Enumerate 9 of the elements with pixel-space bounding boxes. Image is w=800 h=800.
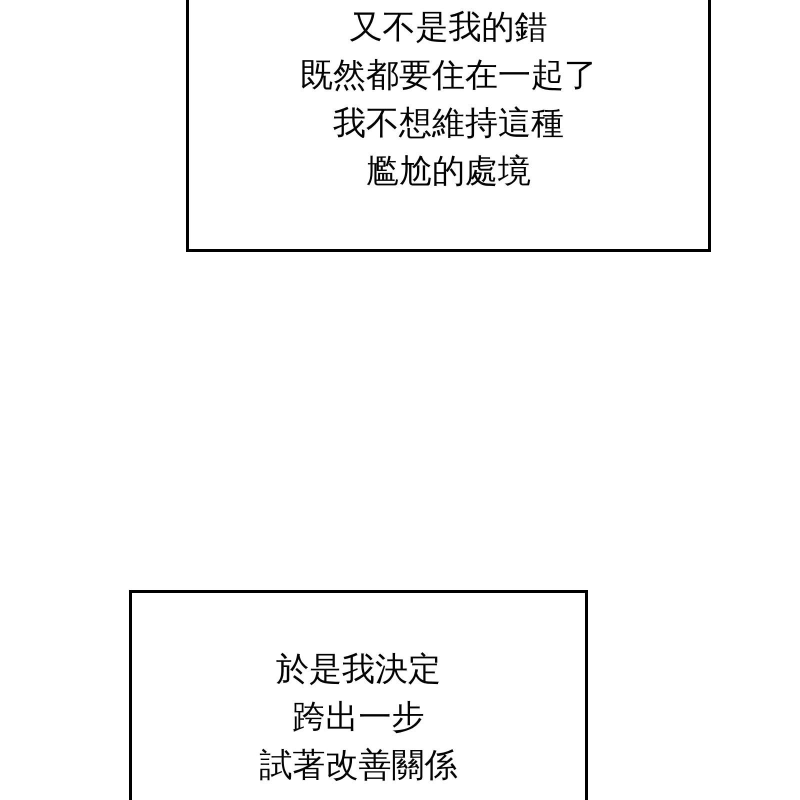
dialogue-text: 既然都要住在一起了 xyxy=(300,54,597,96)
dialogue-text: 跨出一步 xyxy=(292,696,424,738)
speech-box xyxy=(186,0,711,252)
dialogue-text: 試著改善關係 xyxy=(260,744,458,786)
dialogue-text: 又不是我的錯 xyxy=(350,6,548,48)
dialogue-text: 我不想維持這種 xyxy=(333,102,564,144)
dialogue-text: 尷尬的處境 xyxy=(366,150,531,192)
dialogue-text: 於是我決定 xyxy=(276,648,441,690)
speech-box xyxy=(129,590,588,800)
